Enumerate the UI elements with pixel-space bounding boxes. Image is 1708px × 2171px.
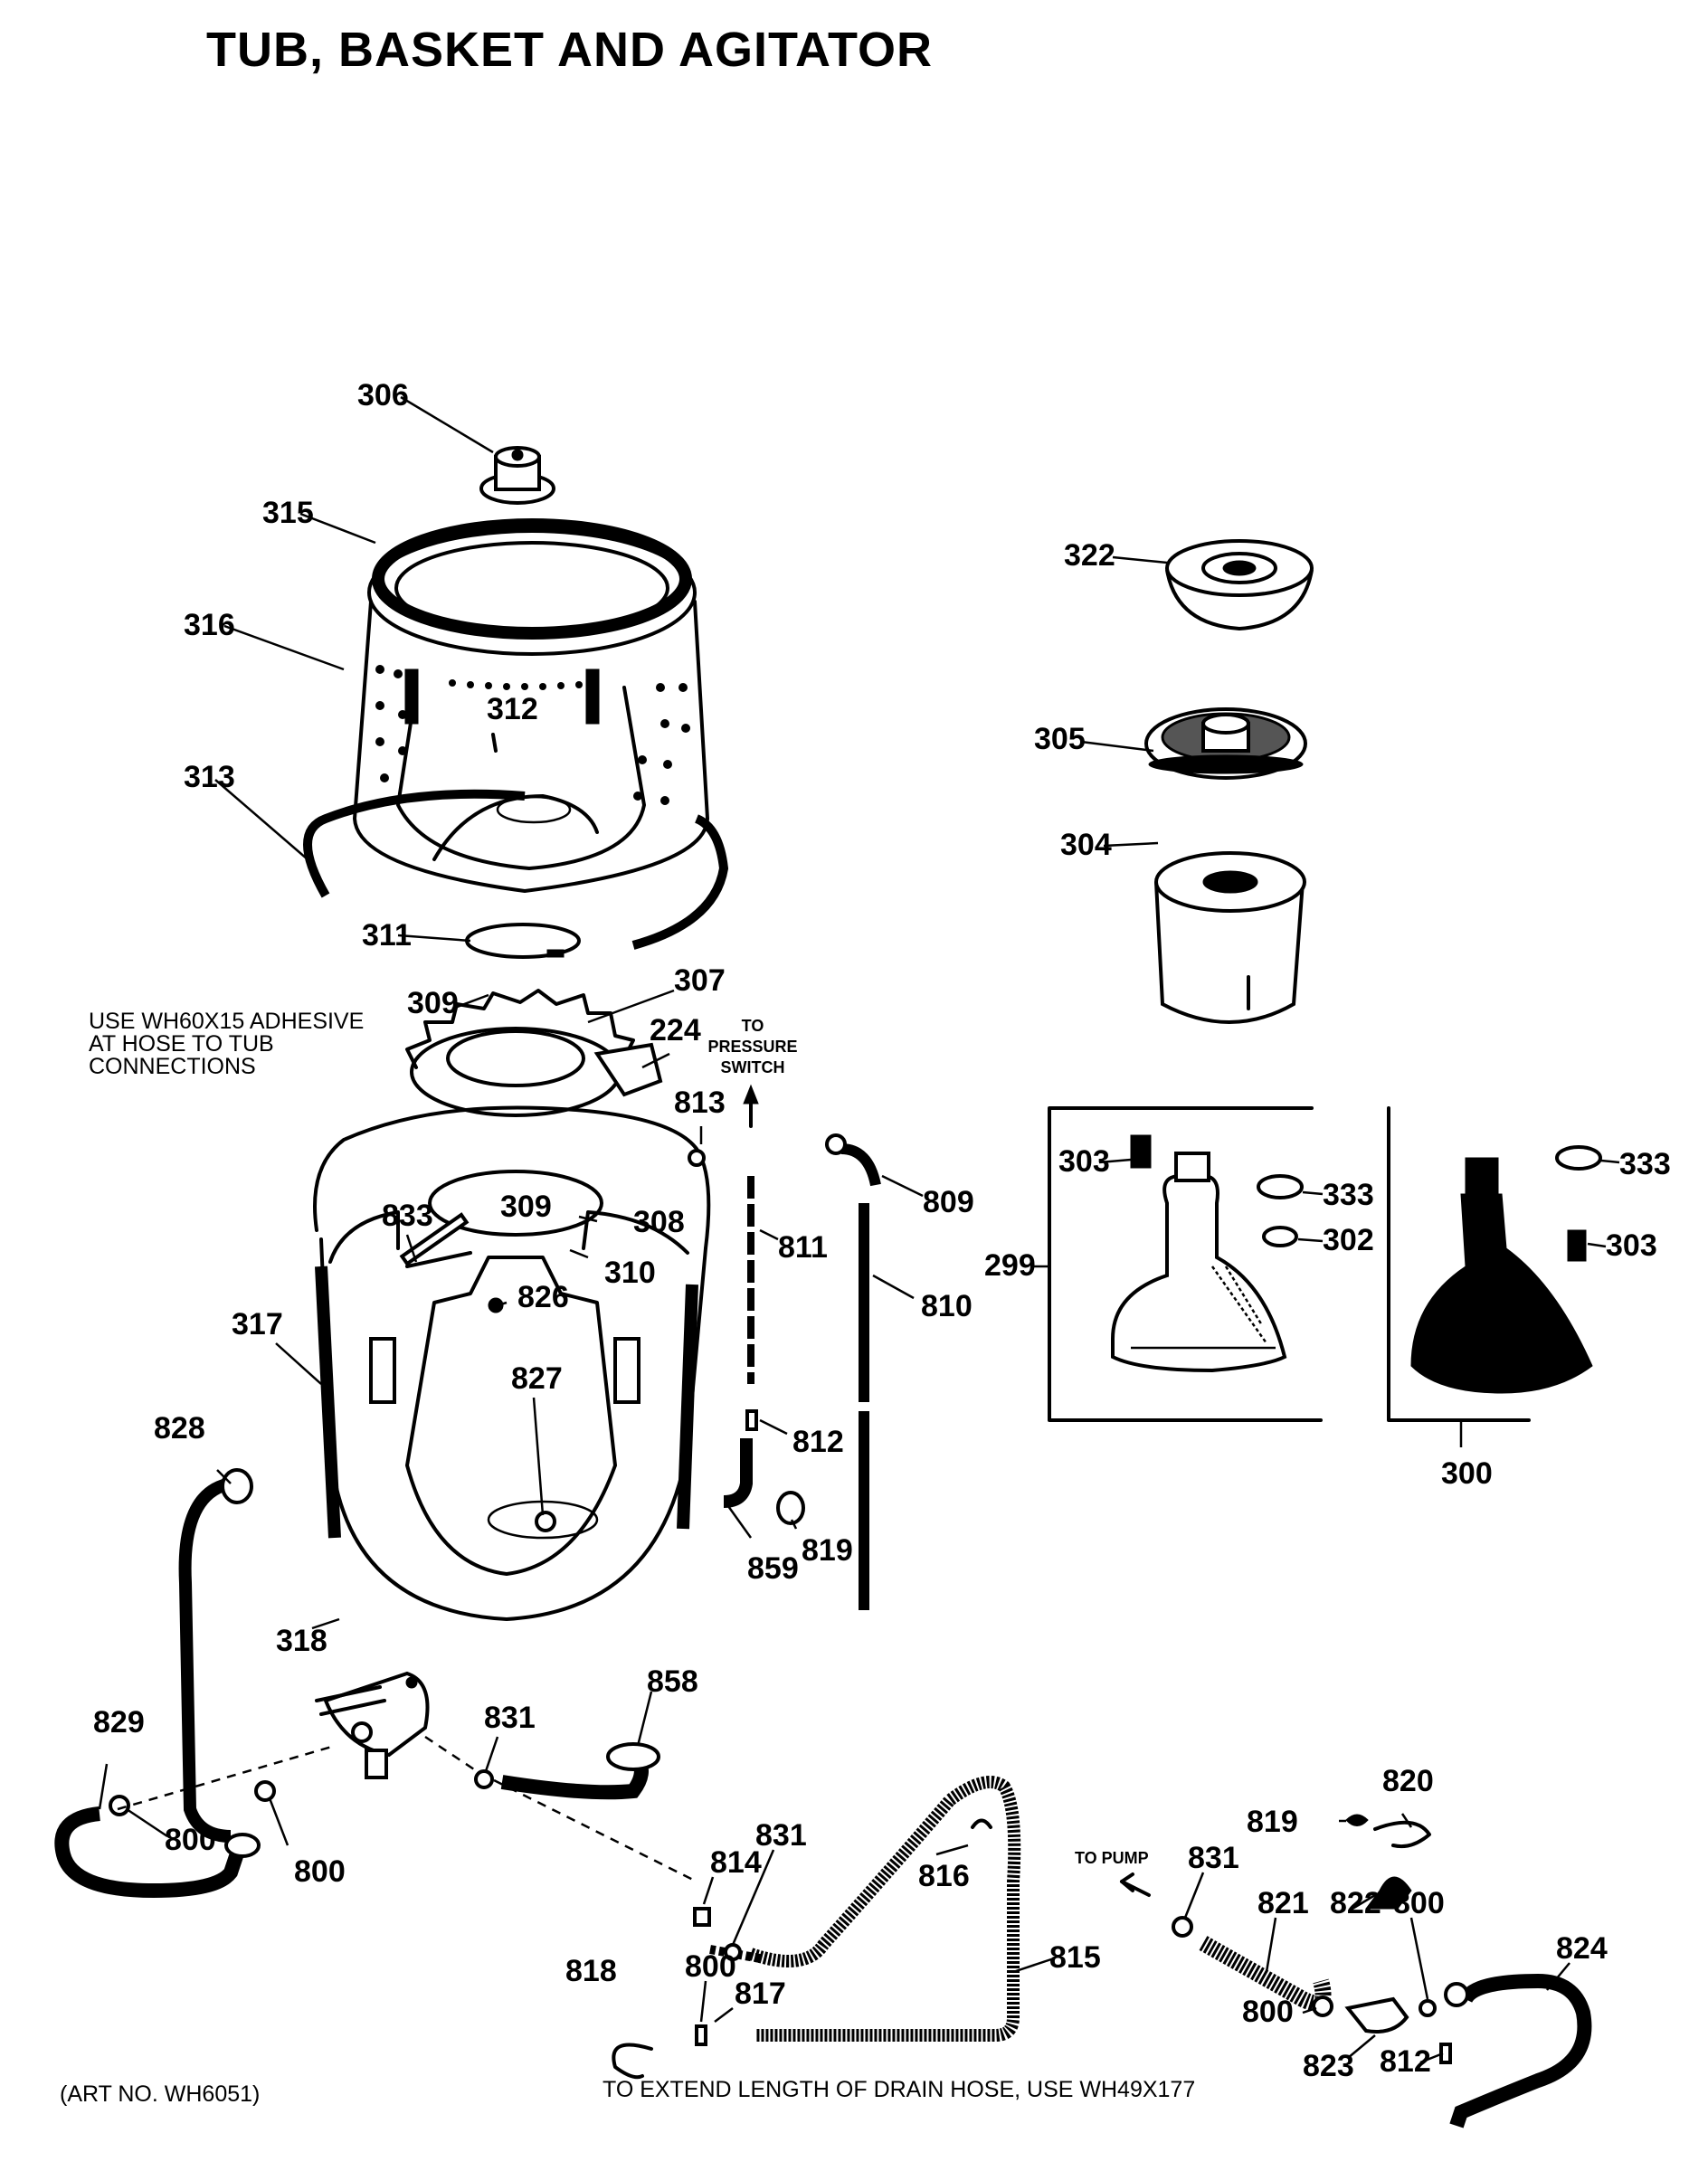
- pump: [315, 1671, 430, 1779]
- callout-302: 302: [1323, 1223, 1374, 1257]
- page-title: TUB, BASKET AND AGITATOR: [206, 23, 933, 77]
- callout-810: 810: [921, 1289, 973, 1323]
- part-317-tub: [313, 1105, 711, 1621]
- callout-828: 828: [154, 1411, 205, 1446]
- callout-800a: 800: [165, 1823, 216, 1857]
- callout-313: 313: [184, 760, 235, 794]
- callout-818: 818: [565, 1954, 617, 1988]
- callout-817: 817: [735, 1977, 786, 2011]
- callout-816: 816: [918, 1859, 970, 1893]
- callout-823: 823: [1303, 2049, 1354, 2083]
- callout-322: 322: [1064, 538, 1115, 573]
- callout-831b: 831: [755, 1818, 807, 1853]
- callout-833: 833: [382, 1199, 433, 1233]
- pressure-switch-line-1: TO: [742, 1017, 764, 1035]
- callout-812a: 812: [792, 1425, 844, 1459]
- callouts: 306 315 316 312 313 311 309 307 224 813 …: [93, 378, 1671, 2083]
- callout-815: 815: [1049, 1940, 1101, 1975]
- callout-308: 308: [633, 1205, 685, 1239]
- callout-800c: 800: [685, 1949, 736, 1984]
- callout-859: 859: [747, 1551, 799, 1586]
- callout-809: 809: [923, 1185, 974, 1219]
- pressure-switch-line-3: SWITCH: [721, 1058, 785, 1076]
- callout-303a: 303: [1058, 1144, 1110, 1179]
- part-313-ring: [303, 789, 526, 898]
- callout-315: 315: [262, 496, 314, 530]
- part-307-seal: [405, 989, 663, 1117]
- pressure-switch-label: TO PRESSURE SWITCH: [707, 1017, 797, 1076]
- callout-317: 317: [232, 1307, 283, 1341]
- part-304-agitator-top: [1154, 851, 1306, 1024]
- callout-813: 813: [674, 1086, 726, 1120]
- callout-307: 307: [674, 963, 726, 998]
- callout-305: 305: [1034, 722, 1086, 756]
- callout-333a: 333: [1323, 1178, 1374, 1212]
- callout-303b: 303: [1606, 1228, 1657, 1263]
- part-858-hose: [500, 1755, 649, 1800]
- callout-831c: 831: [1188, 1841, 1239, 1875]
- leader-lines: [98, 395, 1620, 2064]
- callout-800e: 800: [1242, 1995, 1294, 2029]
- drain-hose-note: TO EXTEND LENGTH OF DRAIN HOSE, USE WH49…: [603, 2077, 1196, 2102]
- callout-800b: 800: [294, 1854, 346, 1889]
- callout-827: 827: [511, 1361, 563, 1396]
- adhesive-note: USE WH60X15 ADHESIVE AT HOSE TO TUB CONN…: [89, 1009, 365, 1079]
- part-316-basket: [353, 518, 709, 893]
- callout-309a: 309: [407, 986, 459, 1020]
- pressure-switch-line-2: PRESSURE: [707, 1038, 797, 1056]
- callout-299: 299: [984, 1248, 1036, 1283]
- part-815-drain-hose: [748, 1776, 1021, 2042]
- callout-858: 858: [647, 1664, 698, 1699]
- callout-318: 318: [276, 1624, 327, 1658]
- callout-311: 311: [362, 918, 412, 953]
- callout-312: 312: [487, 692, 538, 726]
- callout-819b: 819: [1247, 1805, 1298, 1839]
- callout-814: 814: [710, 1845, 762, 1880]
- callout-800d: 800: [1393, 1886, 1445, 1920]
- callout-309b: 309: [500, 1190, 552, 1224]
- pump-link-dashed: [117, 1744, 336, 1811]
- part-322-cap: [1165, 539, 1314, 631]
- callout-831a: 831: [484, 1701, 536, 1735]
- part-305-filter: [1144, 707, 1307, 780]
- callout-310: 310: [604, 1256, 656, 1290]
- part-300-agitator-assembly: [1387, 1106, 1602, 1422]
- callout-306: 306: [357, 378, 409, 412]
- callout-819a: 819: [802, 1533, 853, 1568]
- callout-826: 826: [517, 1280, 569, 1314]
- callout-824: 824: [1556, 1931, 1608, 1966]
- callout-829: 829: [93, 1705, 145, 1740]
- callout-812b: 812: [1380, 2044, 1431, 2079]
- callout-224: 224: [650, 1013, 701, 1048]
- part-828-hose: [178, 1477, 232, 1843]
- callout-820: 820: [1382, 1764, 1434, 1798]
- to-pump-label: TO PUMP: [1075, 1849, 1149, 1867]
- callout-304: 304: [1060, 828, 1112, 862]
- callout-300: 300: [1441, 1456, 1493, 1491]
- part-299-agitator-assembly: [1048, 1106, 1323, 1422]
- callout-333b: 333: [1619, 1147, 1671, 1181]
- art-number-note: (ART NO. WH6051): [60, 2081, 261, 2107]
- callout-821: 821: [1257, 1886, 1309, 1920]
- callout-316: 316: [184, 608, 235, 642]
- callout-822: 822: [1330, 1886, 1381, 1920]
- callout-811: 811: [778, 1230, 828, 1265]
- part-306-cap: [479, 446, 555, 505]
